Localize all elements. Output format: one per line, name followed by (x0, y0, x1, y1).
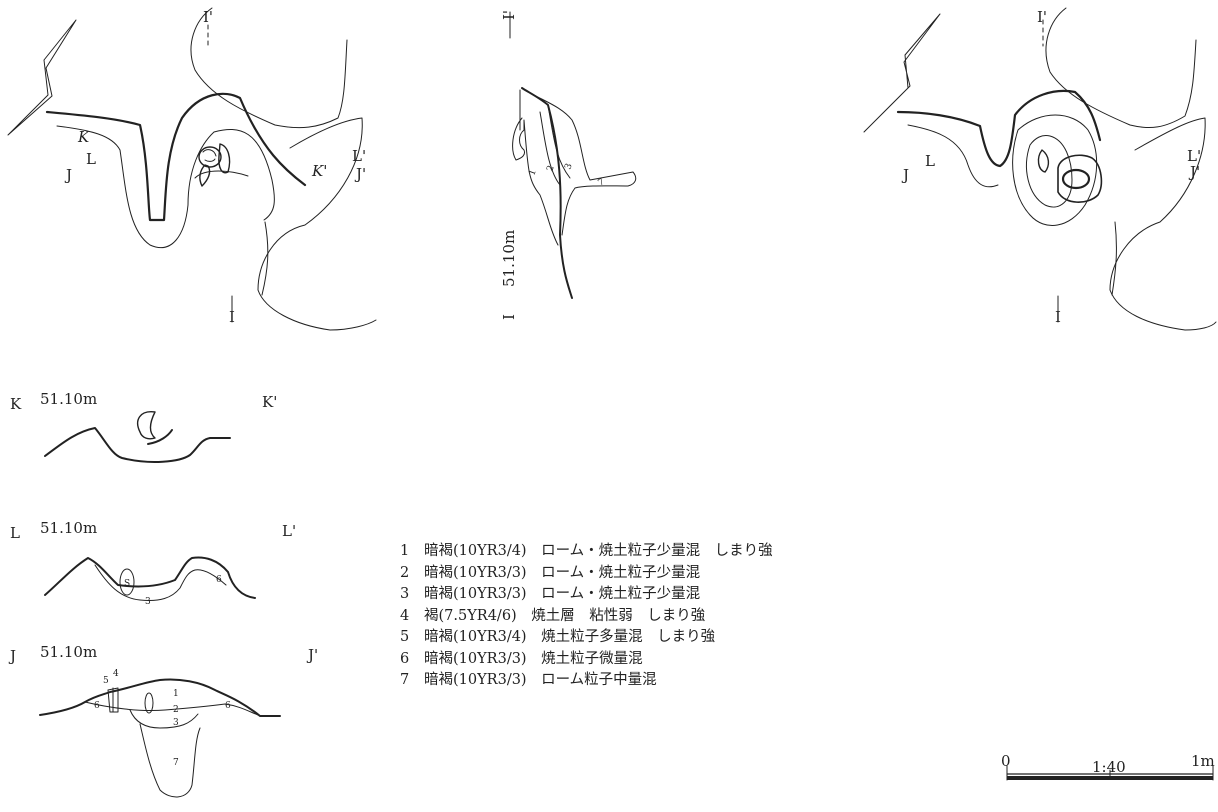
plan-left-top-label: I' (203, 8, 213, 26)
scale-bar-middle: 1:40 (1092, 758, 1126, 776)
section-i-layer-2: 2 (545, 164, 556, 173)
plan-left-j-right-label: J' (354, 165, 366, 183)
plan-left-l-label: L (86, 150, 96, 168)
section-j-layer-2: 2 (173, 705, 179, 715)
legend-number: 4 (400, 607, 410, 624)
legend-row: 6 暗褐(10YR3/3) 焼土粒子微量混 (400, 649, 773, 671)
section-j-left-label: J (8, 647, 16, 665)
section-j-right-label: J' (306, 646, 318, 664)
legend-number: 7 (400, 672, 410, 688)
plan-right-j-left-label: J (901, 166, 909, 184)
plan-left-k-label: K (77, 128, 90, 146)
legend-number: 5 (400, 629, 410, 645)
legend-row: 5 暗褐(10YR3/4) 焼土粒子多量混 しまり強 (400, 627, 773, 649)
legend-row: 1 暗褐(10YR3/4) ローム・焼土粒子少量混 しまり強 (400, 541, 773, 563)
legend-text: 暗褐(10YR3/3) ローム・焼土粒子少量混 (424, 586, 701, 602)
section-j-layer-3: 3 (173, 718, 179, 728)
section-i-bottom-label: I (500, 314, 518, 320)
section-l-right-label: L' (282, 522, 296, 540)
legend-text: 暗褐(10YR3/4) 焼土粒子多量混 しまり強 (424, 629, 716, 645)
legend-row: 2 暗褐(10YR3/3) ローム・焼土粒子少量混 (400, 563, 773, 585)
plan-right-l-left-label: L (925, 152, 935, 170)
scale-bar-end: 1m (1191, 752, 1215, 770)
plan-right-l-label: L' (1187, 147, 1201, 165)
section-j-layer-5: 5 (103, 676, 109, 686)
plan-left-j-label: J (64, 166, 72, 184)
section-j (39, 678, 281, 798)
section-i (509, 11, 637, 299)
section-l-left-label: L (10, 524, 20, 542)
section-i-layer-3: 3 (563, 162, 574, 171)
section-k-elevation: 51.10m (40, 390, 97, 408)
legend-text: 暗褐(10YR3/3) 焼土粒子微量混 (424, 650, 643, 667)
legend-number: 2 (400, 564, 410, 581)
soil-layer-legend: 1 暗褐(10YR3/4) ローム・焼土粒子少量混 しまり強 2 暗褐(10YR3/… (400, 541, 773, 692)
section-l-layer-6: 6 (216, 575, 222, 585)
legend-number: 1 (400, 543, 410, 559)
plan-left-l-right-label: L' (352, 147, 366, 165)
section-k (44, 411, 231, 463)
plan-right-j-label: J' (1188, 163, 1200, 181)
legend-text: 暗褐(10YR3/3) ローム粒子中量混 (424, 672, 657, 688)
section-l (44, 556, 256, 601)
section-l-layer-3: 3 (145, 597, 151, 607)
plan-left-bottom-label: I (229, 308, 235, 326)
legend-text: 暗褐(10YR3/4) ローム・焼土粒子少量混 しまり強 (424, 543, 773, 559)
plan-right (863, 7, 1217, 331)
legend-row: 4 褐(7.5YR4/6) 焼土層 粘性弱 しまり強 (400, 606, 773, 628)
legend-text: 褐(7.5YR4/6) 焼土層 粘性弱 しまり強 (424, 607, 706, 624)
section-j-layer-4: 4 (113, 669, 119, 679)
section-i-layer-7: 7 (597, 177, 607, 189)
section-j-layer-6-right: 6 (225, 701, 231, 711)
section-l-elevation: 51.10m (40, 519, 97, 537)
legend-row: 7 暗褐(10YR3/3) ローム粒子中量混 (400, 670, 773, 692)
legend-row: 3 暗褐(10YR3/3) ローム・焼土粒子少量混 (400, 584, 773, 606)
scale-bar-start: 0 (1001, 752, 1011, 770)
section-i-elevation: 51.10m (500, 230, 518, 287)
scale-bar (1006, 765, 1214, 781)
section-j-elevation: 51.10m (40, 643, 97, 661)
section-i-layer-1: 1 (527, 168, 538, 177)
section-j-layer-1: 1 (173, 689, 179, 699)
section-j-layer-6-left: 6 (94, 701, 100, 711)
section-i-top-label: I' (500, 10, 518, 20)
plan-right-top-label: I' (1037, 8, 1047, 26)
section-l-layer-s: S (124, 579, 130, 589)
section-k-left-label: K (10, 395, 22, 413)
plan-left (7, 7, 377, 331)
legend-number: 6 (400, 650, 410, 667)
plan-left-k-right-label: K' (311, 162, 327, 180)
section-j-layer-7: 7 (173, 758, 179, 768)
plan-right-bottom-label: I (1055, 308, 1061, 326)
section-k-right-label: K' (262, 393, 277, 411)
legend-text: 暗褐(10YR3/3) ローム・焼土粒子少量混 (424, 564, 701, 581)
legend-number: 3 (400, 586, 410, 602)
